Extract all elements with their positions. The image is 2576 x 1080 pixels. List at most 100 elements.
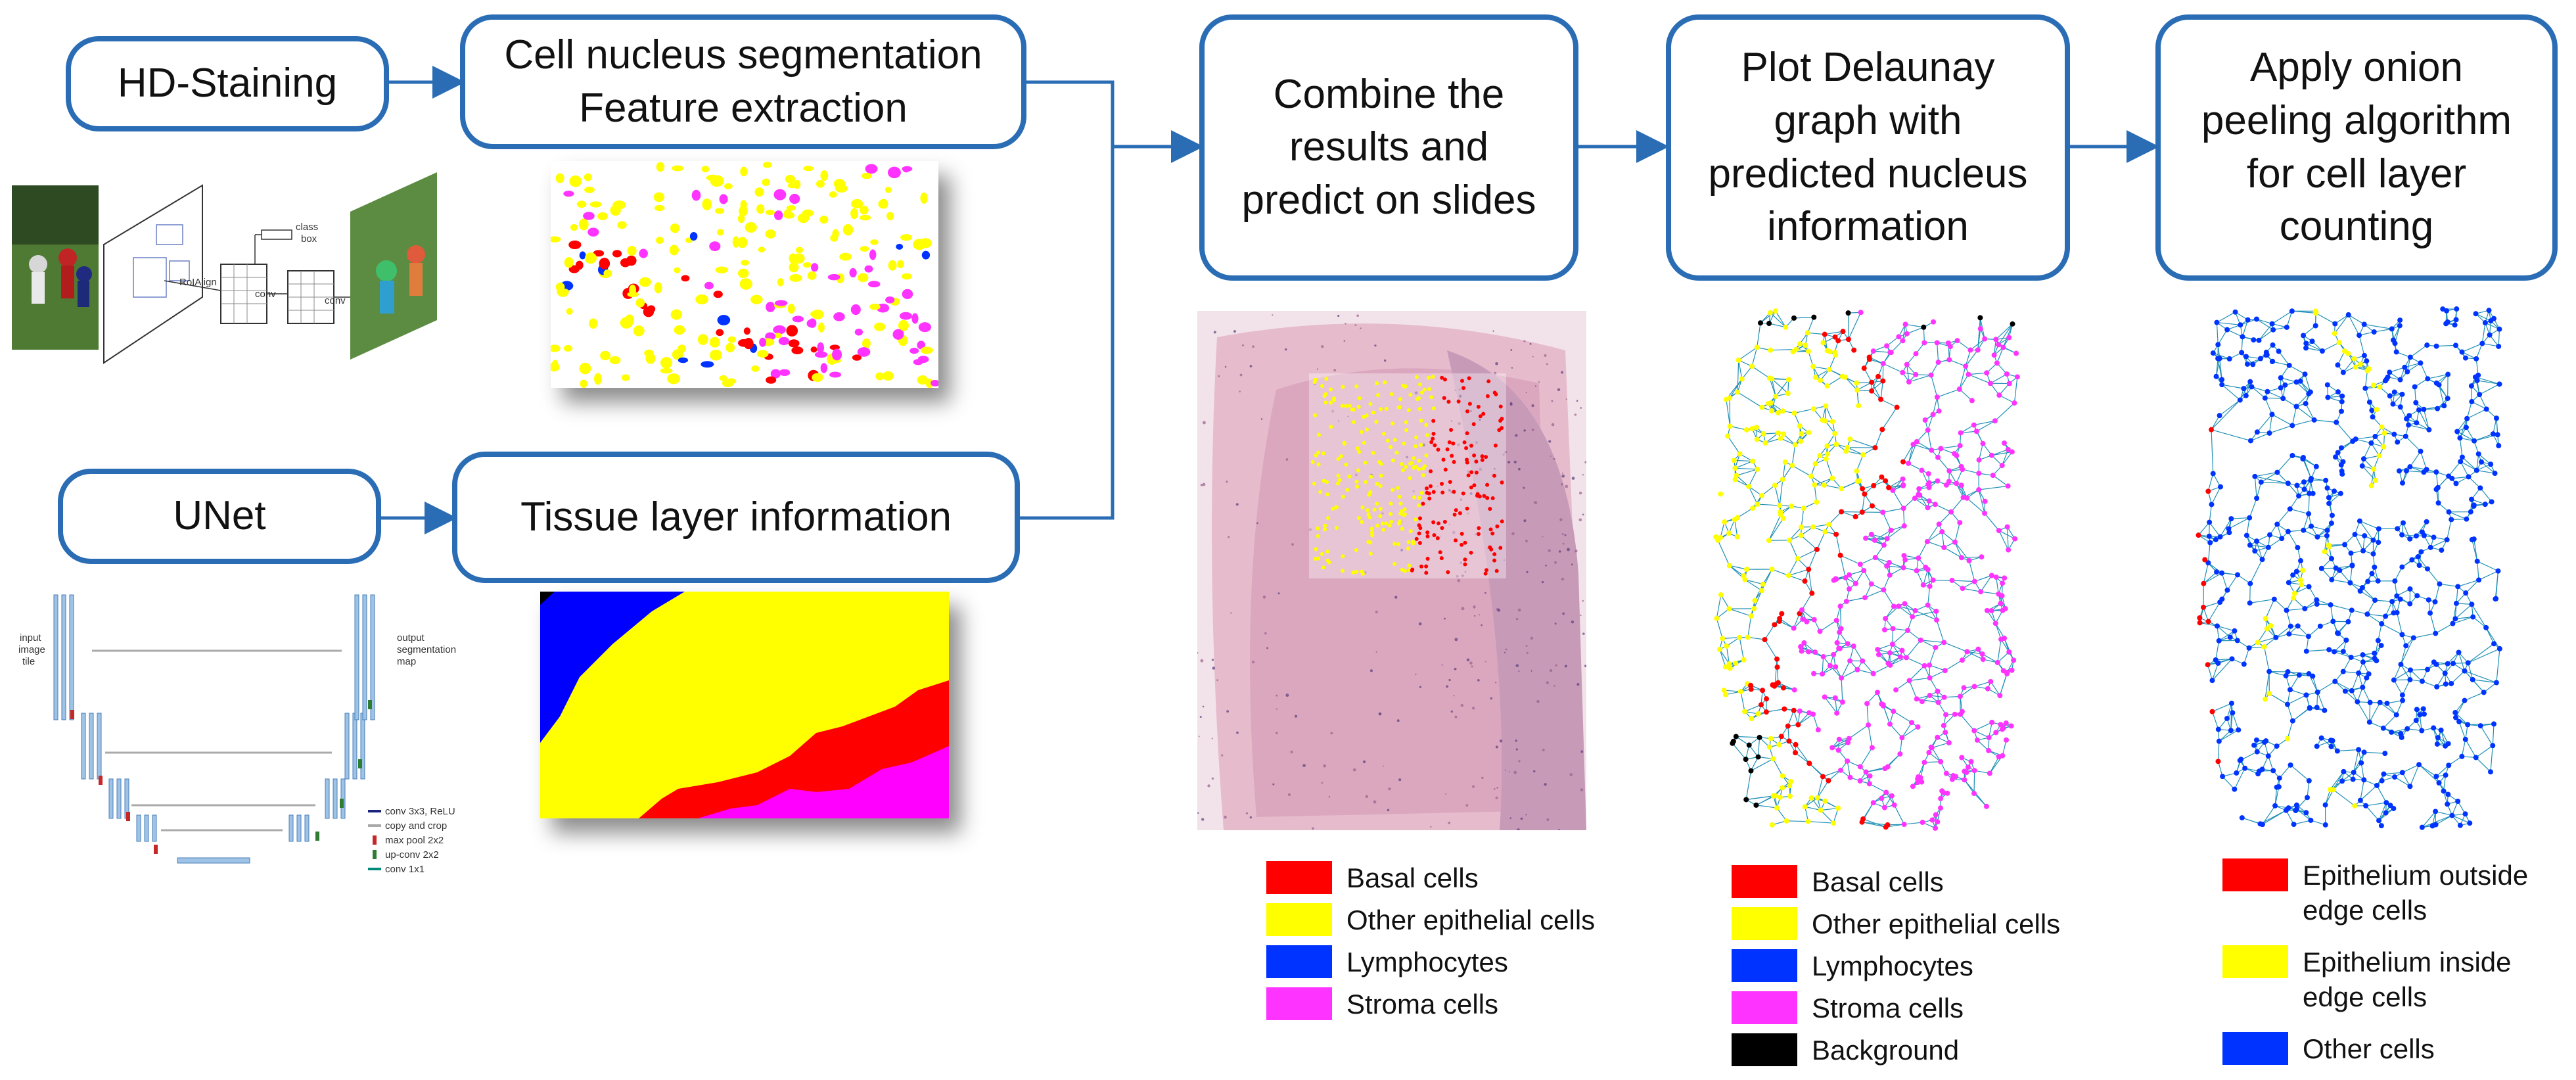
graph-node [1824,451,1830,457]
swatch-background [1732,1033,1797,1066]
graph-node [2464,516,2470,522]
graph-node [2333,565,2339,571]
unet-input-label-3: tile [22,656,35,667]
slide-nucleus-dot [1404,420,1408,425]
graph-edge [1856,383,1859,406]
graph-node [1861,568,1867,574]
graph-node [2257,821,2263,827]
graph-edge [1764,639,1778,659]
tissue-speckle [1272,783,1275,786]
graph-edge [1936,619,1944,643]
slide-nucleus-dot [1483,571,1488,576]
swatch-outside-edge [2222,858,2288,891]
graph-node [2456,649,2462,655]
graph-edge [2251,386,2268,392]
nucleus-dot [758,247,766,253]
graph-node [2307,705,2312,711]
graph-edge [2468,476,2481,488]
slide-nucleus-dot [1374,419,1379,424]
tissue-speckle [1249,365,1253,367]
graph-node [2429,823,2435,829]
graph-node [2487,769,2493,775]
graph-edge [1990,681,2000,696]
graph-edge [1883,363,1903,373]
slide-nucleus-dot [1357,450,1362,454]
graph-node [2474,558,2480,564]
graph-node [1900,476,1906,482]
graph-edge [1892,490,1904,509]
graph-node [2418,549,2424,555]
graph-node [1993,730,1999,736]
tissue-speckle [1477,679,1480,682]
tissue-speckle [1493,788,1496,790]
tissue-speckle [1316,368,1318,370]
graph-node [2393,349,2399,355]
graph-edge [2211,711,2219,730]
nucleus-dot [802,262,812,268]
graph-node [1808,473,1814,479]
graph-node [2468,509,2473,515]
graph-node [1948,509,1954,515]
tissue-speckle [1525,814,1527,816]
legend-onion-label: Epithelium outside [2303,860,2529,891]
graph-edge [1734,519,1738,537]
graph-edge [2250,433,2270,442]
graph-node [2404,369,2410,375]
graph-edge [1768,514,1782,541]
graph-node [1755,502,1760,507]
graph-node [1856,478,1862,484]
graph-edge [2219,730,2232,742]
graph-node [2265,753,2271,759]
slide-nucleus-dot [1347,404,1352,408]
graph-edge [2330,771,2344,790]
slide-nucleus-dot [1469,470,1474,475]
tissue-speckle [1418,622,1422,626]
slide-nucleus-dot [1337,478,1342,482]
tissue-speckle [1505,648,1507,651]
graph-node [2403,468,2409,474]
nucleus-dot [589,201,602,208]
graph-node [1847,774,1853,780]
graph-node [1912,496,1918,502]
slide-nucleus-dot [1320,552,1324,556]
slide-nucleus-dot [1489,547,1494,552]
graph-node [1964,649,1970,655]
graph-node [1777,615,1783,621]
tissue-speckle [1515,617,1519,621]
graph-node [1999,463,2005,469]
graph-edge [2363,455,2380,459]
graph-edge [2394,776,2410,787]
graph-node [1801,505,1806,511]
graph-node [1939,788,1945,794]
nucleus-dot [584,173,592,181]
tissue-speckle [1369,669,1373,672]
graph-edge [2198,522,2210,536]
graph-node [2011,657,2017,663]
graph-edge [1978,489,1985,514]
tissue-speckle [1561,371,1564,374]
graph-edge [2468,663,2473,680]
graph-edge [1943,642,1967,652]
graph-node [2445,791,2451,797]
graph-node [2226,356,2232,362]
graph-node [1920,820,1925,826]
graph-node [2483,406,2489,412]
mask-rcnn-diagram: RoIAlign conv conv class box [12,172,437,364]
graph-node [2241,661,2247,667]
slide-nucleus-dot [1314,547,1318,552]
graph-edge [1845,377,1858,390]
graph-node [1811,670,1817,676]
nucleus-dot [864,265,873,273]
graph-node [2359,463,2365,469]
graph-node [1910,614,1916,620]
graph-node [2285,736,2291,741]
nucleus-dot [785,174,796,184]
graph-node [1952,539,1958,545]
graph-node [2363,803,2369,809]
graph-node [2425,376,2431,382]
graph-edge [1981,591,1999,595]
graph-edge [1768,323,1786,328]
graph-node [2266,691,2272,697]
graph-node [2301,479,2307,485]
graph-edge [2286,311,2293,328]
